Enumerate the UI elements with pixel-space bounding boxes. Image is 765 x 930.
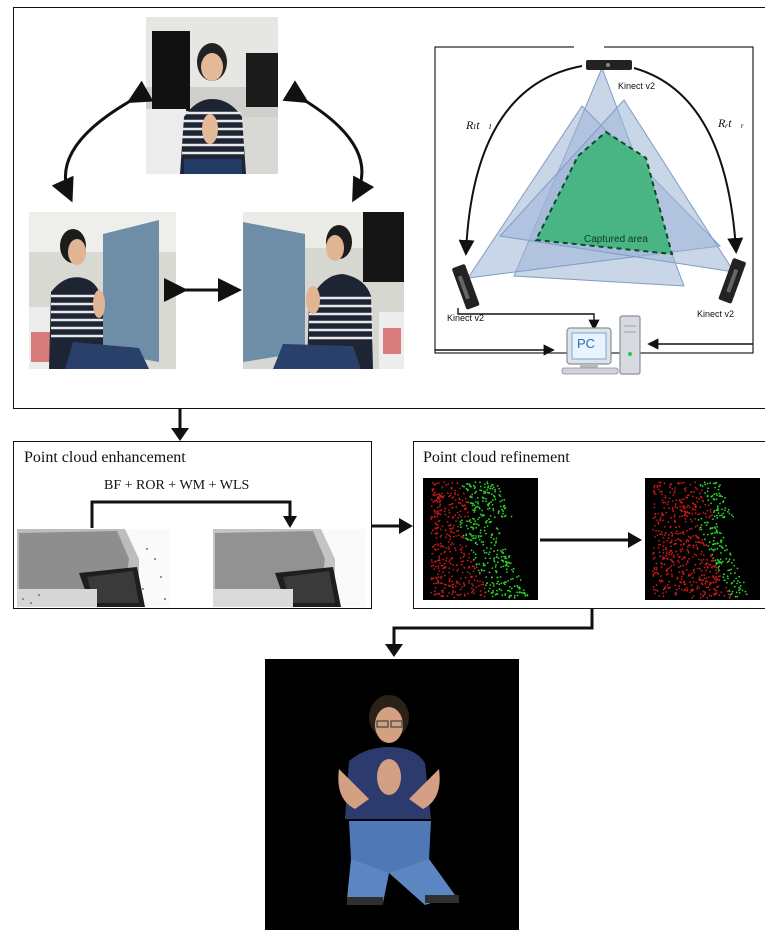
right-transform-label: Rᵣt⃗ᵣ (718, 116, 744, 130)
flow-arrow-right-1 (371, 518, 413, 534)
flow-arrow-down-2 (385, 608, 594, 657)
filters-label: BF + ROR + WM + WLS (104, 478, 250, 493)
flow-arrow-down-1 (171, 408, 189, 441)
final-reconstruction (265, 659, 519, 930)
refinement-title: Point cloud refinement (423, 449, 570, 466)
enhanced-depth-image (213, 529, 365, 607)
front-camera-view (146, 17, 278, 174)
pc-icon (561, 315, 641, 375)
captured-area-label: Captured area (584, 234, 648, 245)
pc-label: PC (577, 336, 596, 351)
filter-bracket-arrow (90, 500, 297, 528)
kinect-right-label: Kinect v2 (697, 309, 735, 319)
left-camera-view (29, 212, 176, 369)
captured-area-region (534, 130, 674, 256)
top-to-right-arrow (633, 67, 744, 254)
right-camera-view (243, 212, 404, 369)
kinect-left-label: Kinect v2 (447, 313, 485, 323)
kinect-top-label: Kinect v2 (618, 81, 656, 91)
raw-depth-image (17, 529, 169, 607)
enhancement-title: Point cloud enhancement (24, 449, 186, 466)
view-relation-arrows (51, 80, 375, 302)
point-cloud-after (645, 478, 760, 600)
top-to-left-arrow (458, 65, 583, 256)
left-kinect-icon (452, 264, 480, 310)
point-cloud-before (423, 478, 538, 600)
left-transform-label: Rₗt⃗ₗ (466, 118, 492, 132)
kinect-setup-diagram (434, 46, 754, 381)
front-right-curved-arrow (282, 80, 375, 203)
right-kinect-icon (718, 258, 746, 304)
top-kinect-icon (586, 60, 632, 70)
front-left-curved-arrow (51, 80, 154, 203)
flow-arrow-right-2 (540, 532, 642, 548)
left-kinect-to-pc (457, 308, 600, 331)
